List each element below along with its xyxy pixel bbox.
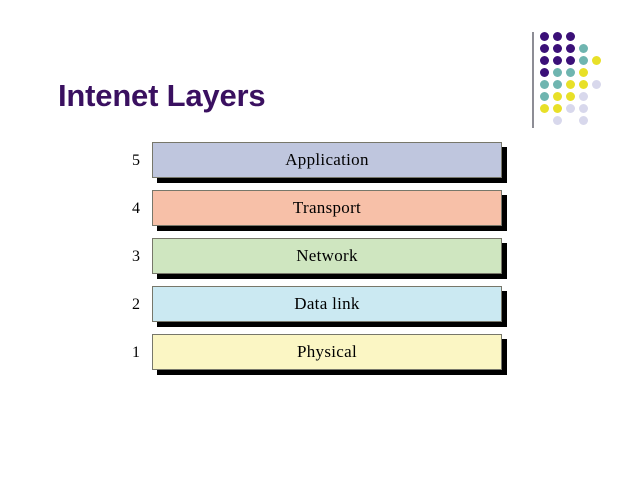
layer-bar[interactable]: Transport xyxy=(152,190,502,226)
layer-bar-wrapper: Data link xyxy=(152,286,507,327)
decorative-dot xyxy=(553,104,562,113)
decorative-dot xyxy=(540,92,549,101)
decorative-dot xyxy=(579,116,588,125)
decorative-dot xyxy=(579,68,588,77)
decorative-dot xyxy=(579,56,588,65)
layer-number: 5 xyxy=(132,152,140,169)
layer-label: Network xyxy=(296,246,358,265)
decorative-dot xyxy=(540,32,549,41)
decorative-dot xyxy=(553,56,562,65)
layer-number: 2 xyxy=(132,296,140,313)
decorative-dot xyxy=(553,68,562,77)
decorative-dot xyxy=(566,68,575,77)
layer-bar[interactable]: Physical xyxy=(152,334,502,370)
decorative-dot xyxy=(540,44,549,53)
decorative-dot xyxy=(540,56,549,65)
decorative-dot xyxy=(592,56,601,65)
page-title: Intenet Layers xyxy=(58,78,266,113)
decorative-dot xyxy=(540,80,549,89)
decorative-dot xyxy=(553,32,562,41)
decorative-dot xyxy=(553,92,562,101)
decorative-dot xyxy=(566,104,575,113)
dot-grid-motif xyxy=(528,28,628,128)
layer-number: 1 xyxy=(132,344,140,361)
decorative-dot xyxy=(566,56,575,65)
decorative-dot xyxy=(540,104,549,113)
decorative-dot xyxy=(579,104,588,113)
layer-bar-wrapper: Network xyxy=(152,238,507,279)
decorative-dot xyxy=(540,68,549,77)
decorative-dot xyxy=(579,80,588,89)
decorative-dot xyxy=(579,44,588,53)
decorative-dot xyxy=(566,32,575,41)
decorative-dot xyxy=(553,80,562,89)
layer-label: Data link xyxy=(294,294,360,313)
layer-bar[interactable]: Application xyxy=(152,142,502,178)
layer-number: 4 xyxy=(132,200,140,217)
layer-bar-wrapper: Application xyxy=(152,142,507,183)
layer-bar[interactable]: Data link xyxy=(152,286,502,322)
layer-label: Application xyxy=(285,150,369,169)
layer-label: Transport xyxy=(292,198,362,217)
layer-row: 4 Transport xyxy=(128,190,518,231)
decorative-dot xyxy=(592,80,601,89)
layer-bar[interactable]: Network xyxy=(152,238,502,274)
decorative-dot xyxy=(553,44,562,53)
layer-bar-wrapper: Physical xyxy=(152,334,507,375)
layer-row: 3 Network xyxy=(128,238,518,279)
decorative-dot xyxy=(566,44,575,53)
layer-row: 2 Data link xyxy=(128,286,518,327)
decorative-dot xyxy=(566,80,575,89)
decorative-dot xyxy=(579,92,588,101)
decorative-dot xyxy=(553,116,562,125)
layer-label: Physical xyxy=(296,342,357,361)
dot-grid xyxy=(540,32,624,128)
layer-row: 1 Physical xyxy=(128,334,518,375)
vertical-rule-divider xyxy=(532,32,534,128)
decorative-dot xyxy=(566,92,575,101)
layer-number: 3 xyxy=(132,248,140,265)
protocol-layer-stack: 5 Application 4 Transport 3 Network 2 Data link… xyxy=(128,142,518,384)
layer-row: 5 Application xyxy=(128,142,518,183)
layer-bar-wrapper: Transport xyxy=(152,190,507,231)
